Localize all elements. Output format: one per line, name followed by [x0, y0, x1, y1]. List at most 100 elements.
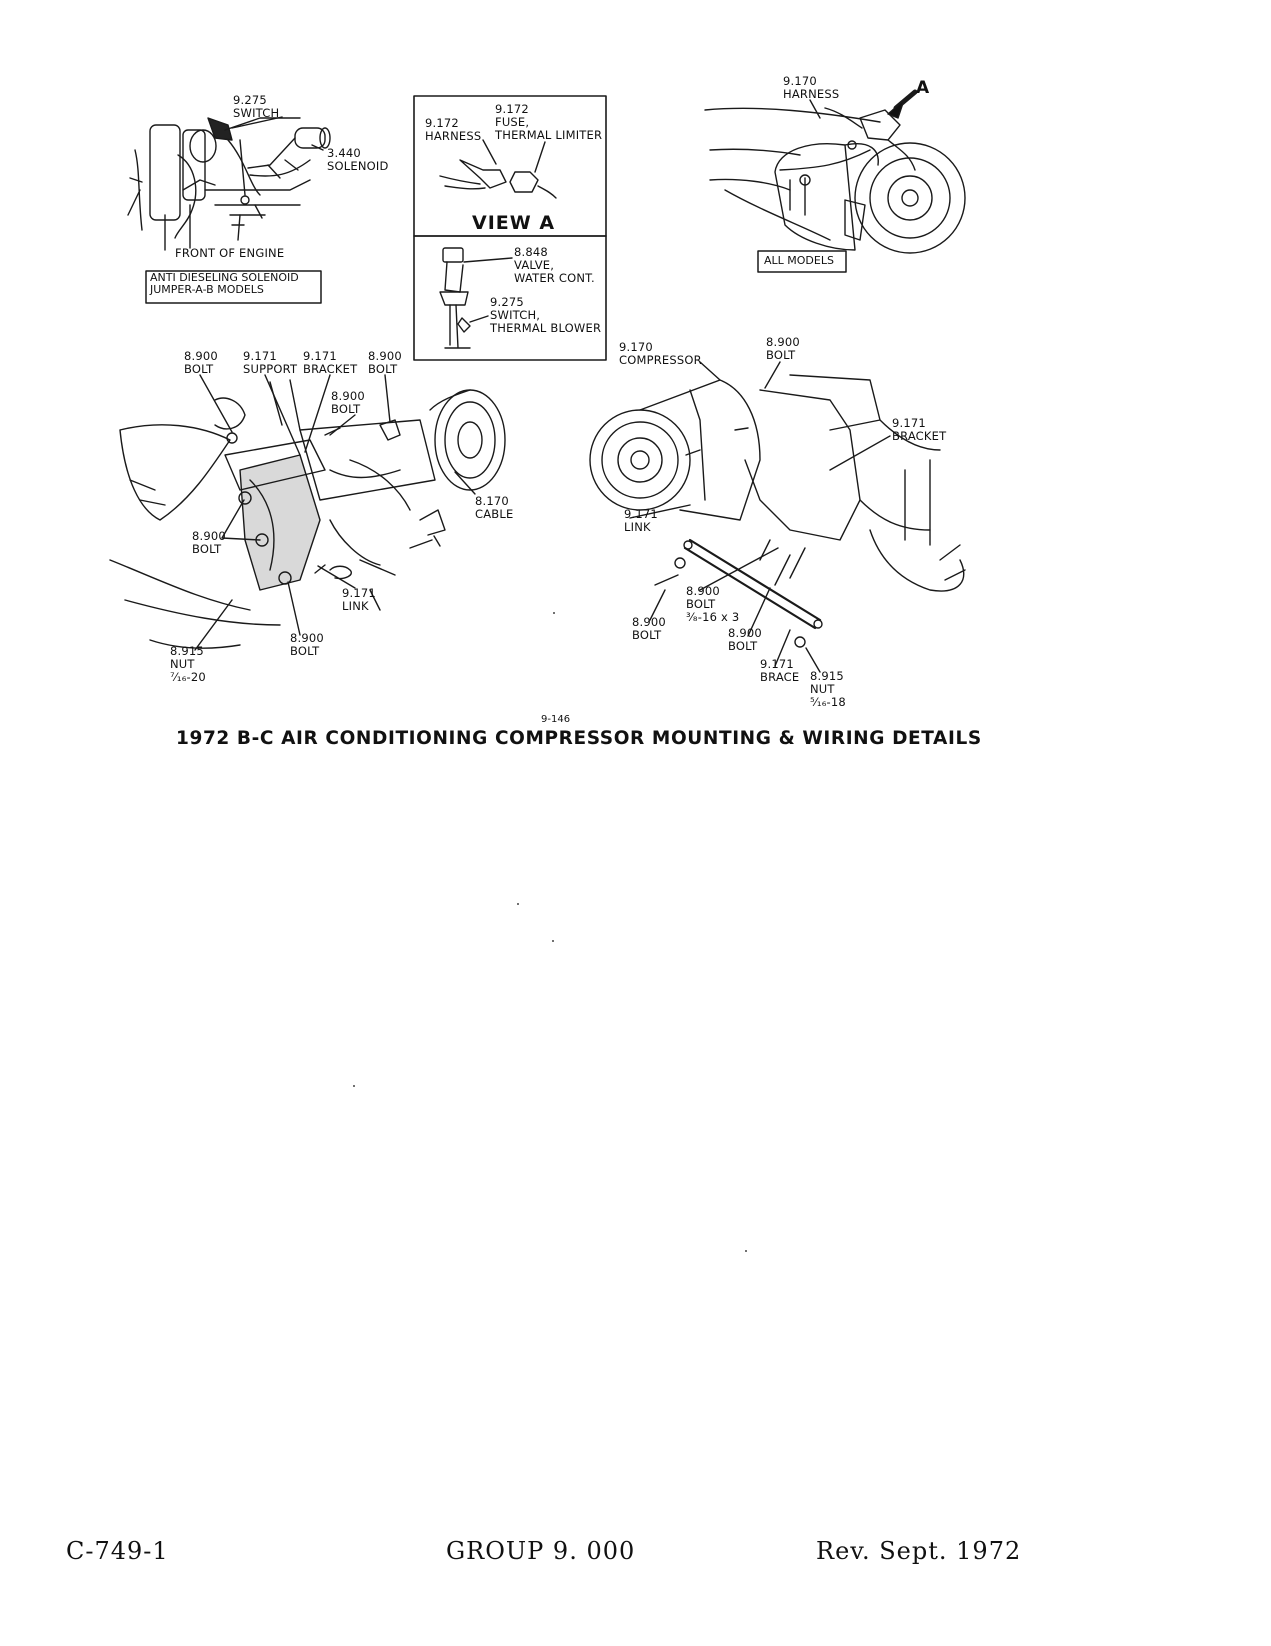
part-name: THERMAL LIMITER [495, 128, 603, 142]
part-name: SWITCH [233, 106, 280, 120]
part-name: BOLT [184, 362, 214, 376]
part-name: BOLT [192, 542, 222, 556]
right-compressor-assembly-sketch [589, 374, 966, 648]
part-number: 9.170 [783, 74, 817, 88]
left-bolt-bottom-callout: 8.900 BOLT [290, 632, 324, 658]
scan-speck [353, 1085, 355, 1087]
figure-number: 9-146 [541, 714, 571, 725]
scan-speck [552, 940, 554, 942]
right-bolt-top-callout: 8.900 BOLT [766, 336, 800, 362]
part-number: 9.171 [342, 586, 376, 600]
part-number: 8.900 [728, 626, 762, 640]
part-name: NUT [170, 657, 195, 671]
right-bolt-mid-callout: 8.900 BOLT ³⁄₈-16 x 3 [686, 585, 739, 624]
part-name: BRACE [760, 670, 800, 684]
part-number: 8.900 [368, 349, 402, 363]
part-name: BOLT [331, 402, 361, 416]
view-a-frame [413, 95, 607, 361]
left-assembly-leaders [194, 374, 476, 651]
left-bolt-mid-callout: 8.900 BOLT [331, 390, 365, 416]
part-number: 8.900 [290, 631, 324, 645]
solenoid-leader [311, 144, 324, 151]
part-number: 9.172 [495, 102, 529, 116]
revision-date: Rev. Sept. 1972 [816, 1537, 1022, 1565]
part-name: THERMAL BLOWER [490, 321, 602, 335]
document-code: C-749-1 [66, 1537, 169, 1565]
anti-dieseling-note-frame [145, 270, 322, 304]
right-nut-callout: 8.915 NUT ⁵⁄₁₆-18 [810, 670, 846, 709]
part-name: COMPRESSOR [619, 353, 702, 367]
part-name: VALVE, [514, 258, 555, 272]
right-bolt-left-callout: 8.900 BOLT [632, 616, 666, 642]
anti-dieseling-note: ANTI DIESELING SOLENOID JUMPER-A-B MODEL… [146, 271, 303, 297]
note-line: JUMPER-A-B MODELS [150, 283, 264, 296]
part-number: 8.900 [686, 584, 720, 598]
part-number: 9.171 [303, 349, 337, 363]
note-line: ANTI DIESELING SOLENOID [150, 271, 299, 284]
part-name: SWITCH, [490, 308, 541, 322]
engine-front-sketch [127, 117, 331, 251]
thermal-blower-switch-callout: 9.275 SWITCH, THERMAL BLOWER [490, 296, 601, 335]
part-number: 9.171 [624, 507, 658, 521]
all-models-note-frame [757, 250, 847, 273]
left-bolt-top-left-callout: 8.900 BOLT [184, 350, 218, 376]
part-number: 9.171 [892, 416, 926, 430]
view-a-reference-letter: A [916, 78, 930, 98]
scan-speck [553, 612, 555, 614]
part-name: BOLT [686, 597, 716, 611]
group-number: GROUP 9. 000 [446, 1537, 636, 1565]
fuse-thermal-limiter-callout: 9.172 FUSE, THERMAL LIMITER [495, 103, 602, 142]
fuse-connector-sketch [439, 139, 557, 199]
right-link-callout: 9.171 LINK [624, 508, 658, 534]
harness-9172-callout: 9.172 HARNESS [425, 117, 481, 143]
part-number: 3.440 [327, 146, 361, 160]
part-name: CABLE [475, 507, 514, 521]
thread-size: ⁵⁄₁₆-18 [810, 695, 846, 709]
left-bracket-callout: 9.171 BRACKET [303, 350, 357, 376]
left-cable-callout: 8.170 CABLE [475, 495, 513, 521]
part-number: 9.171 [243, 349, 277, 363]
right-compressor-callout: 9.170 COMPRESSOR [619, 341, 702, 367]
view-a-title: VIEW A [472, 212, 556, 234]
solenoid-3440-callout: 3.440 SOLENOID [327, 147, 389, 173]
part-name: NUT [810, 682, 835, 696]
left-nut-callout: 8.915 NUT ⁷⁄₁₆-20 [170, 645, 206, 684]
scan-speck [517, 903, 519, 905]
part-name: LINK [342, 599, 369, 613]
part-number: 8.170 [475, 494, 509, 508]
harness-leader [809, 99, 821, 119]
part-number: 8.900 [184, 349, 218, 363]
part-name: BRACKET [892, 429, 947, 443]
part-name: BOLT [632, 628, 662, 642]
part-name: HARNESS [783, 87, 840, 101]
part-number: 8.900 [192, 529, 226, 543]
part-number: 8.900 [331, 389, 365, 403]
part-number: 8.848 [514, 245, 548, 259]
thread-size: ⁷⁄₁₆-20 [170, 670, 206, 684]
part-number: 9.171 [760, 657, 794, 671]
right-brace-callout: 9.171 BRACE [760, 658, 799, 684]
part-name: SOLENOID [327, 159, 389, 173]
part-name: HARNESS [425, 129, 482, 143]
left-bolt-left-callout: 8.900 BOLT [192, 530, 226, 556]
water-valve-8848-callout: 8.848 VALVE, WATER CONT. [514, 246, 595, 285]
part-name: BRACKET [303, 362, 358, 376]
left-link-callout: 9.171 LINK [342, 587, 376, 613]
switch-leader [231, 116, 283, 129]
part-number: 8.900 [632, 615, 666, 629]
part-name: FUSE, [495, 115, 530, 129]
scan-speck [745, 1250, 747, 1252]
part-number: 9.172 [425, 116, 459, 130]
part-number: 8.900 [766, 335, 800, 349]
switch-9275-callout: 9.275 SWITCH [233, 94, 279, 120]
left-engine-assembly-sketch [109, 379, 506, 649]
front-of-engine-label: FRONT OF ENGINE [175, 246, 285, 260]
part-number: 9.170 [619, 340, 653, 354]
part-name: BOLT [728, 639, 758, 653]
water-valve-sketch [439, 247, 513, 349]
right-bracket-callout: 9.171 BRACKET [892, 417, 946, 443]
right-bolt-right-callout: 8.900 BOLT [728, 627, 762, 653]
part-number: 9.275 [490, 295, 524, 309]
